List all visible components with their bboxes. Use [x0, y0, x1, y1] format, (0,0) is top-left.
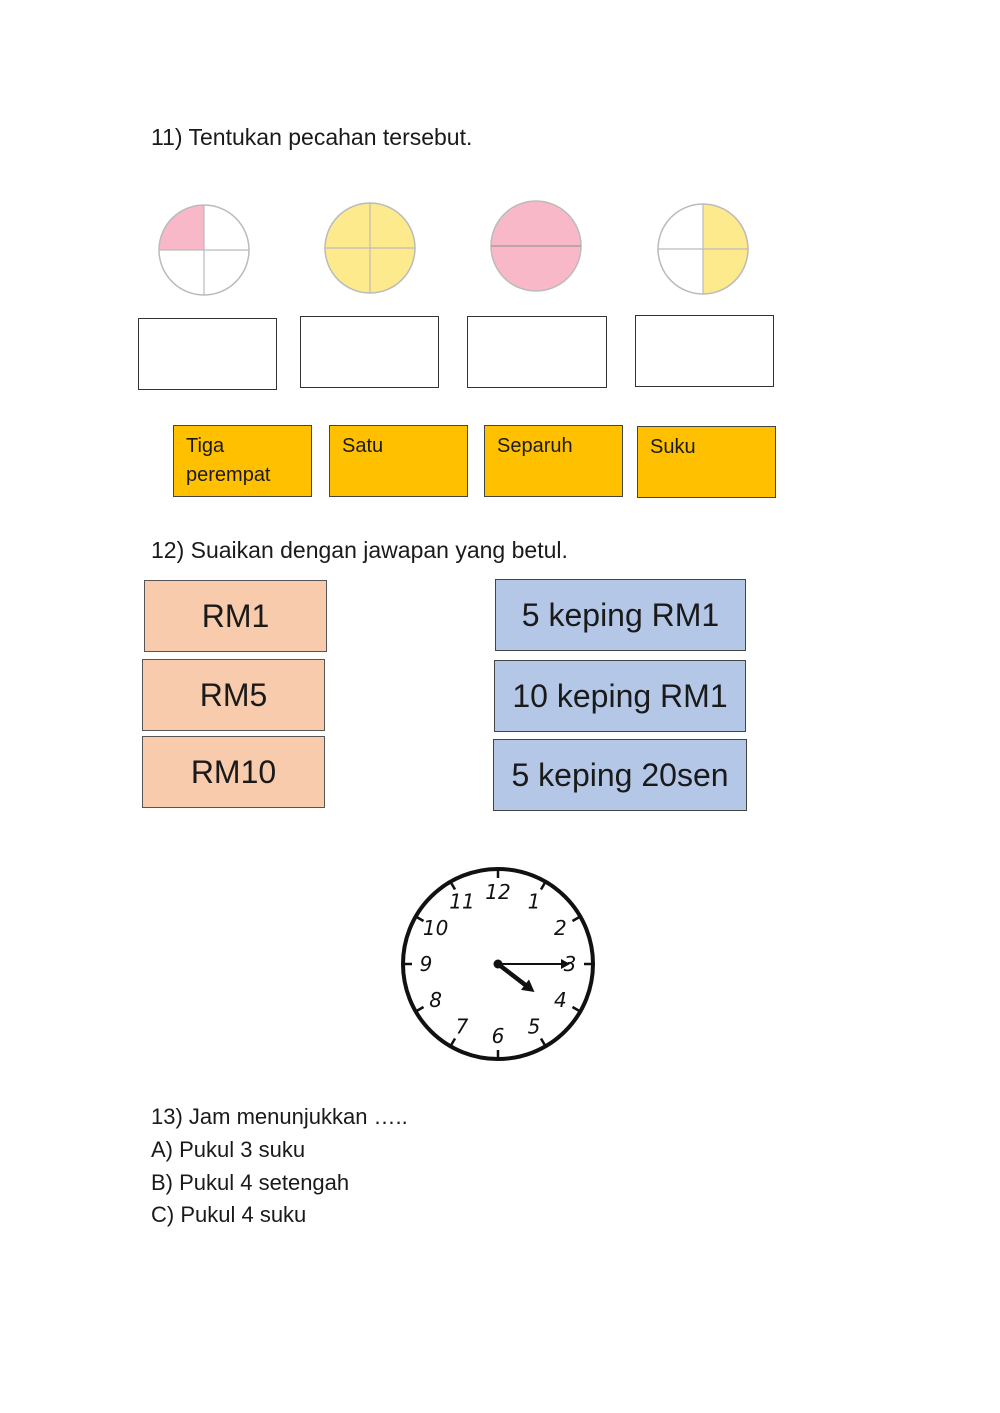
answer-box-3[interactable]: [467, 316, 607, 388]
clock-number: 4: [554, 988, 567, 1012]
clock-tick: [571, 1005, 581, 1013]
option-card-satu[interactable]: Satu: [329, 425, 468, 497]
clock-number: 11: [449, 890, 474, 914]
money-card-rm10[interactable]: RM10: [142, 736, 325, 808]
clock-number: 12: [485, 880, 510, 904]
clock-tick: [571, 915, 581, 923]
clock-tick: [415, 1005, 425, 1013]
fraction-circle-quarter: [158, 204, 250, 296]
clock-face: 121234567891011: [401, 867, 595, 1061]
choice-a[interactable]: A) Pukul 3 suku: [151, 1137, 306, 1162]
clock-number: 9: [420, 952, 433, 976]
option-card-tiga-perempat[interactable]: Tiga perempat: [173, 425, 312, 497]
match-card-5-keping-20sen[interactable]: 5 keping 20sen: [493, 739, 747, 811]
question-12-title: 12) Suaikan dengan jawapan yang betul.: [151, 537, 568, 563]
clock-number: 1: [528, 890, 541, 914]
option-card-suku[interactable]: Suku: [637, 426, 776, 498]
option-label: Separuh: [497, 435, 573, 457]
clock-number: 2: [554, 916, 567, 940]
clock-tick: [415, 915, 425, 923]
answer-box-2[interactable]: [300, 316, 439, 388]
clock-center-dot: [493, 959, 503, 969]
option-label: perempat: [186, 464, 271, 486]
fraction-circle-half-yellow: [657, 203, 749, 295]
clock-number: 8: [429, 988, 442, 1012]
match-card-5-keping-rm1[interactable]: 5 keping RM1: [495, 579, 746, 651]
option-label: Satu: [342, 435, 384, 457]
clock-tick: [539, 881, 547, 891]
clock-tick: [539, 1037, 547, 1047]
answer-box-4[interactable]: [635, 315, 774, 387]
clock-numbers: 121234567891011: [420, 880, 577, 1048]
clock-tick: [449, 881, 457, 891]
match-card-10-keping-rm1[interactable]: 10 keping RM1: [494, 660, 746, 732]
clock-number: 7: [456, 1014, 469, 1038]
clock-number: 6: [492, 1024, 505, 1048]
hour-hand-arrowhead: [520, 979, 535, 993]
answer-box-1[interactable]: [138, 318, 277, 390]
fraction-circle-half-pink: [490, 200, 582, 292]
clock-ticks: [403, 869, 593, 1059]
hour-hand: [495, 961, 528, 987]
fraction-circle-three-quarters: [324, 202, 416, 294]
minute-hand-arrowhead: [561, 959, 570, 969]
clock-number: 5: [528, 1014, 541, 1038]
option-card-separuh[interactable]: Separuh: [484, 425, 623, 497]
option-label: Suku: [650, 436, 696, 458]
money-card-rm5[interactable]: RM5: [142, 659, 325, 731]
choice-b[interactable]: B) Pukul 4 setengah: [151, 1170, 350, 1195]
choice-c[interactable]: C) Pukul 4 suku: [151, 1202, 307, 1227]
money-card-rm1[interactable]: RM1: [144, 580, 327, 652]
option-label: Tiga: [186, 435, 225, 457]
question-13-title: 13) Jam menunjukkan …..: [151, 1104, 408, 1129]
clock-tick: [449, 1037, 457, 1047]
clock-number: 10: [423, 916, 448, 940]
question-11-title: 11) Tentukan pecahan tersebut.: [151, 124, 473, 150]
